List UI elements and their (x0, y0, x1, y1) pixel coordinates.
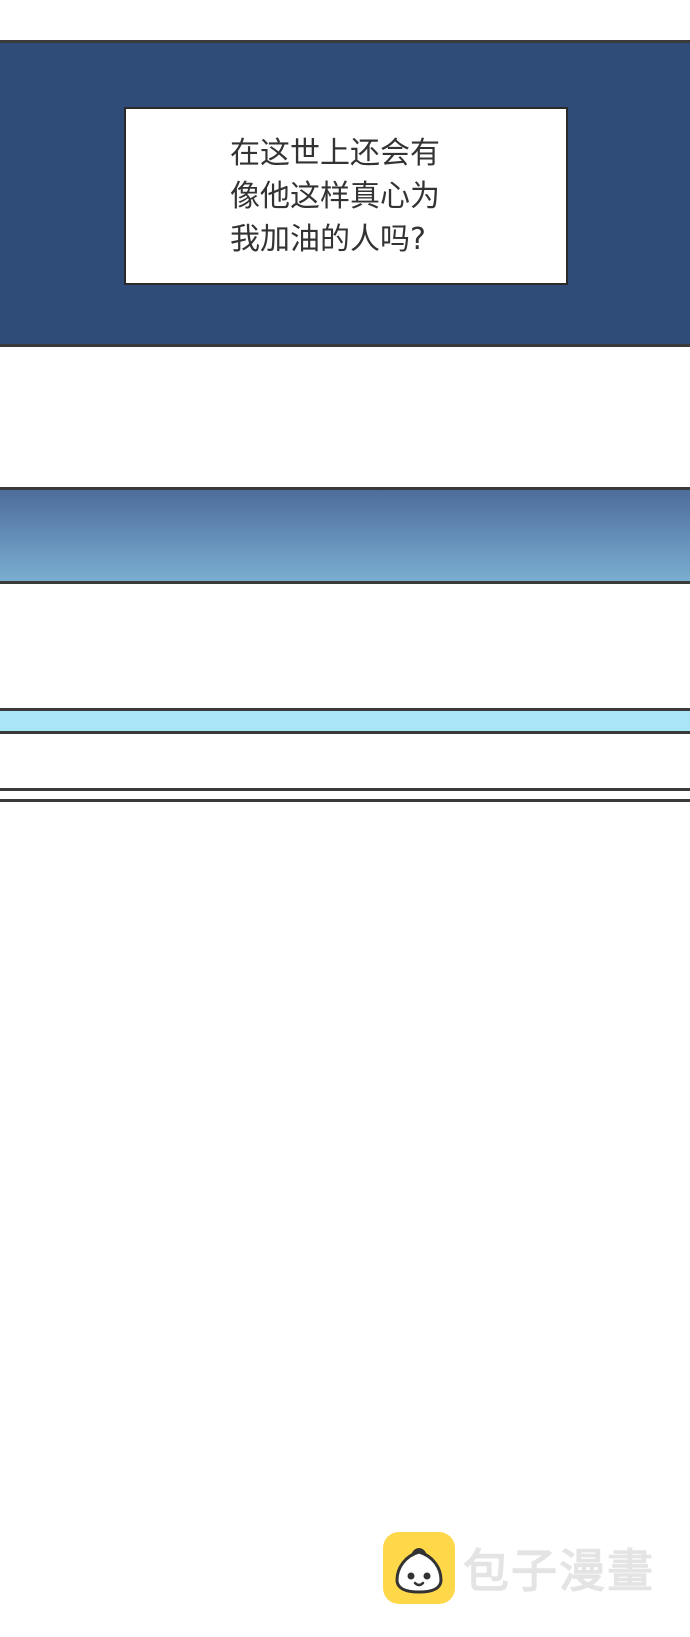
bun-mascot-icon (383, 1532, 455, 1604)
navy-panel: 在这世上还会有 像他这样真心为 我加油的人吗? (0, 40, 690, 347)
divider-strip-panel (0, 788, 690, 802)
watermark: 包子漫畫 (383, 1532, 655, 1604)
cyan-strip-panel (0, 708, 690, 734)
caption-box: 在这世上还会有 像他这样真心为 我加油的人吗? (124, 107, 568, 285)
bun-mascot-svg (395, 1548, 443, 1594)
gradient-panel (0, 487, 690, 584)
watermark-text: 包子漫畫 (463, 1544, 655, 1598)
caption-line-3: 我加油的人吗? (230, 221, 426, 257)
caption-line-2: 像他这样真心为 (230, 178, 440, 214)
caption-line-1: 在这世上还会有 (230, 135, 440, 171)
